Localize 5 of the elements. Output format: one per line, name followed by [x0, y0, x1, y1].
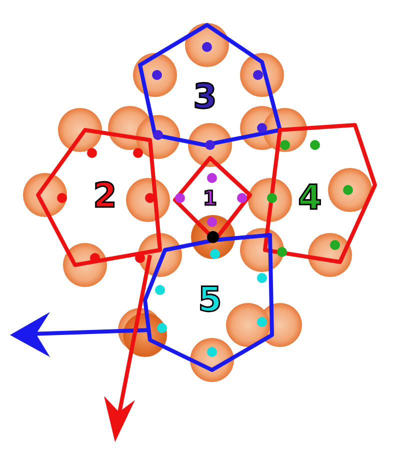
polygon-number: 1: [203, 188, 217, 208]
polygon-number: 3: [193, 80, 217, 114]
polygon-number: 2: [93, 179, 117, 213]
polygon-number: 4: [298, 181, 322, 215]
polygon-number: 5: [198, 283, 222, 317]
